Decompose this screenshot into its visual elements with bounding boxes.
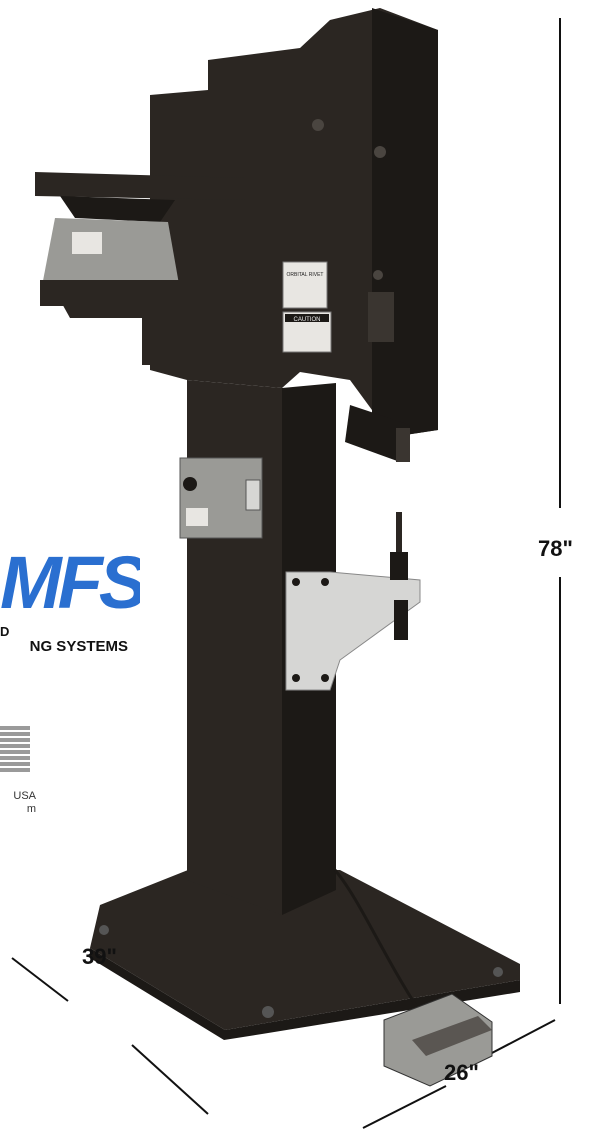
spindle-tip (396, 428, 410, 462)
control-switch (245, 479, 261, 511)
caution-text: CAUTION (294, 317, 321, 323)
width-dimension-line-right (489, 1019, 556, 1055)
depth-dimension-line-right (131, 1044, 209, 1115)
bracket-bolt (321, 674, 329, 682)
base-bolt (262, 1006, 274, 1018)
base-bolt (493, 967, 503, 977)
head-panel (368, 292, 394, 342)
footnote-line-2: m (26, 803, 36, 815)
base-plate (90, 870, 520, 1030)
logo-prefix-letter: D (0, 624, 10, 639)
control-label (186, 508, 208, 526)
depth-dimension-label: 39" (82, 944, 117, 969)
base-plate-edge (90, 948, 520, 1040)
company-logo: MFS D NG SYSTEMS (0, 528, 150, 678)
rivet-spindle (345, 405, 410, 462)
bracket-bolt (321, 578, 329, 586)
head-knob (373, 270, 383, 280)
foot-pedal-cable (333, 869, 422, 1013)
flag-icon (0, 726, 30, 786)
name-plate (282, 261, 328, 309)
feeder-bowl-rim (35, 172, 245, 200)
feeder-bowl-top (60, 196, 175, 222)
feeder-label (72, 232, 102, 254)
footnote: USA m (0, 790, 36, 816)
head-knob (312, 119, 324, 131)
anvil-holder (390, 552, 408, 580)
depth-dimension-line-left (11, 957, 69, 1002)
width-dimension-label: 26" (444, 1060, 479, 1085)
caution-banner (285, 314, 329, 322)
logo-mark: MFS (0, 541, 140, 624)
machine-head-side (372, 8, 438, 440)
head-knob (374, 146, 386, 158)
base-bolt (99, 925, 109, 935)
width-dimension-line-left (362, 1085, 447, 1129)
dimension-lines (11, 18, 561, 1129)
bracket-bolt (292, 674, 300, 682)
control-knob (183, 477, 197, 491)
logo-tagline: NG SYSTEMS (29, 638, 128, 655)
height-dimension-label: 78" (538, 536, 573, 561)
bracket-bolt (292, 578, 300, 586)
name-plate-text: ORBITAL RIVET (287, 272, 324, 278)
anvil-bracket (285, 571, 421, 691)
anvil (394, 600, 408, 640)
anvil-rod (396, 512, 402, 554)
foot-pedal-hood (412, 1016, 492, 1056)
feeder-bracket (142, 285, 240, 365)
footnote-line-1: USA (13, 790, 36, 802)
